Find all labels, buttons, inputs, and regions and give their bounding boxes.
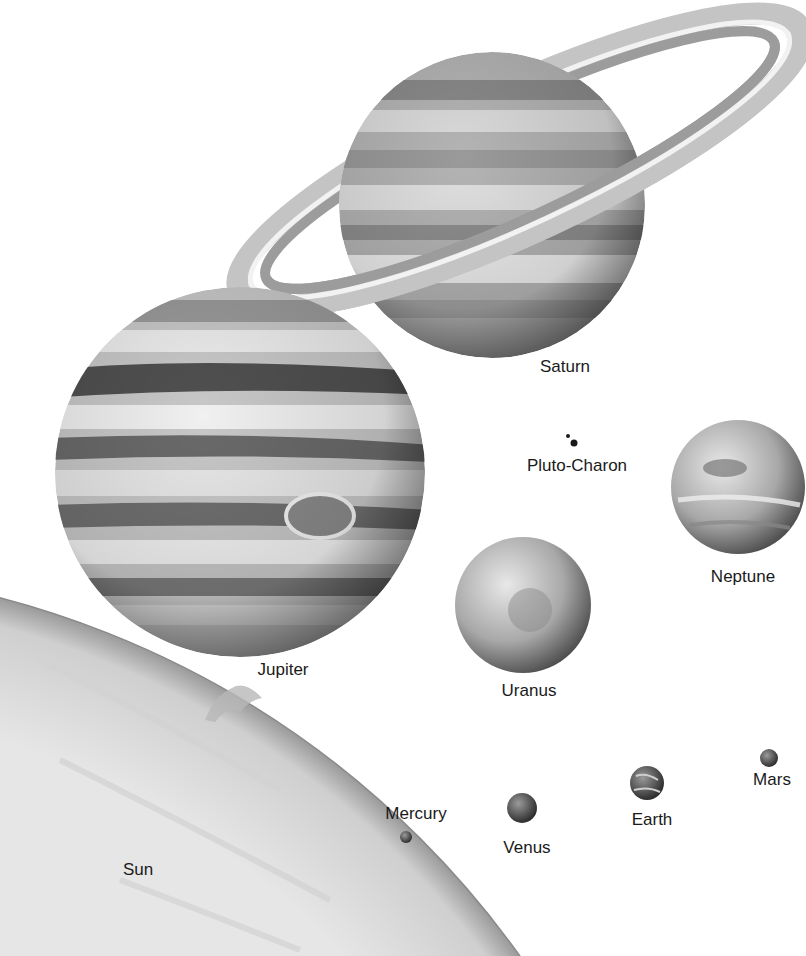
planet-shape <box>703 459 747 477</box>
planet-label: Earth <box>632 811 673 830</box>
planet-shape <box>55 287 425 657</box>
planet-label: Mars <box>753 771 791 790</box>
planet-shape <box>678 497 800 505</box>
planet-shape <box>55 287 425 657</box>
planet-shape <box>760 749 778 767</box>
planet-shape <box>243 0 798 329</box>
uranus-body <box>455 537 591 673</box>
planet-shape <box>671 420 805 554</box>
planet-shape <box>507 793 537 823</box>
planet-label: Venus <box>503 839 550 858</box>
planet-shape <box>400 831 412 843</box>
planet-shape <box>205 686 262 722</box>
planet-shape <box>455 537 591 673</box>
planet-label: Saturn <box>540 358 590 377</box>
planet-label: Jupiter <box>257 661 308 680</box>
planet-shape <box>634 775 660 792</box>
planet-shape <box>690 522 790 528</box>
planet-shape <box>508 588 552 632</box>
jupiter-body <box>50 287 430 657</box>
pluto-charon-dots <box>566 434 578 447</box>
planet-shape <box>571 440 578 447</box>
inner-planets <box>400 749 778 843</box>
planet-label: Pluto-Charon <box>527 457 627 476</box>
planet-label: Neptune <box>711 568 775 587</box>
planet-label: Sun <box>123 861 153 880</box>
planet-shape <box>40 660 330 950</box>
neptune-body <box>671 420 805 554</box>
planet-shape <box>630 766 664 800</box>
planet-label: Mercury <box>385 805 446 824</box>
planet-shape <box>566 434 570 438</box>
planet-label: Uranus <box>502 682 557 701</box>
planet-shape <box>225 0 806 343</box>
